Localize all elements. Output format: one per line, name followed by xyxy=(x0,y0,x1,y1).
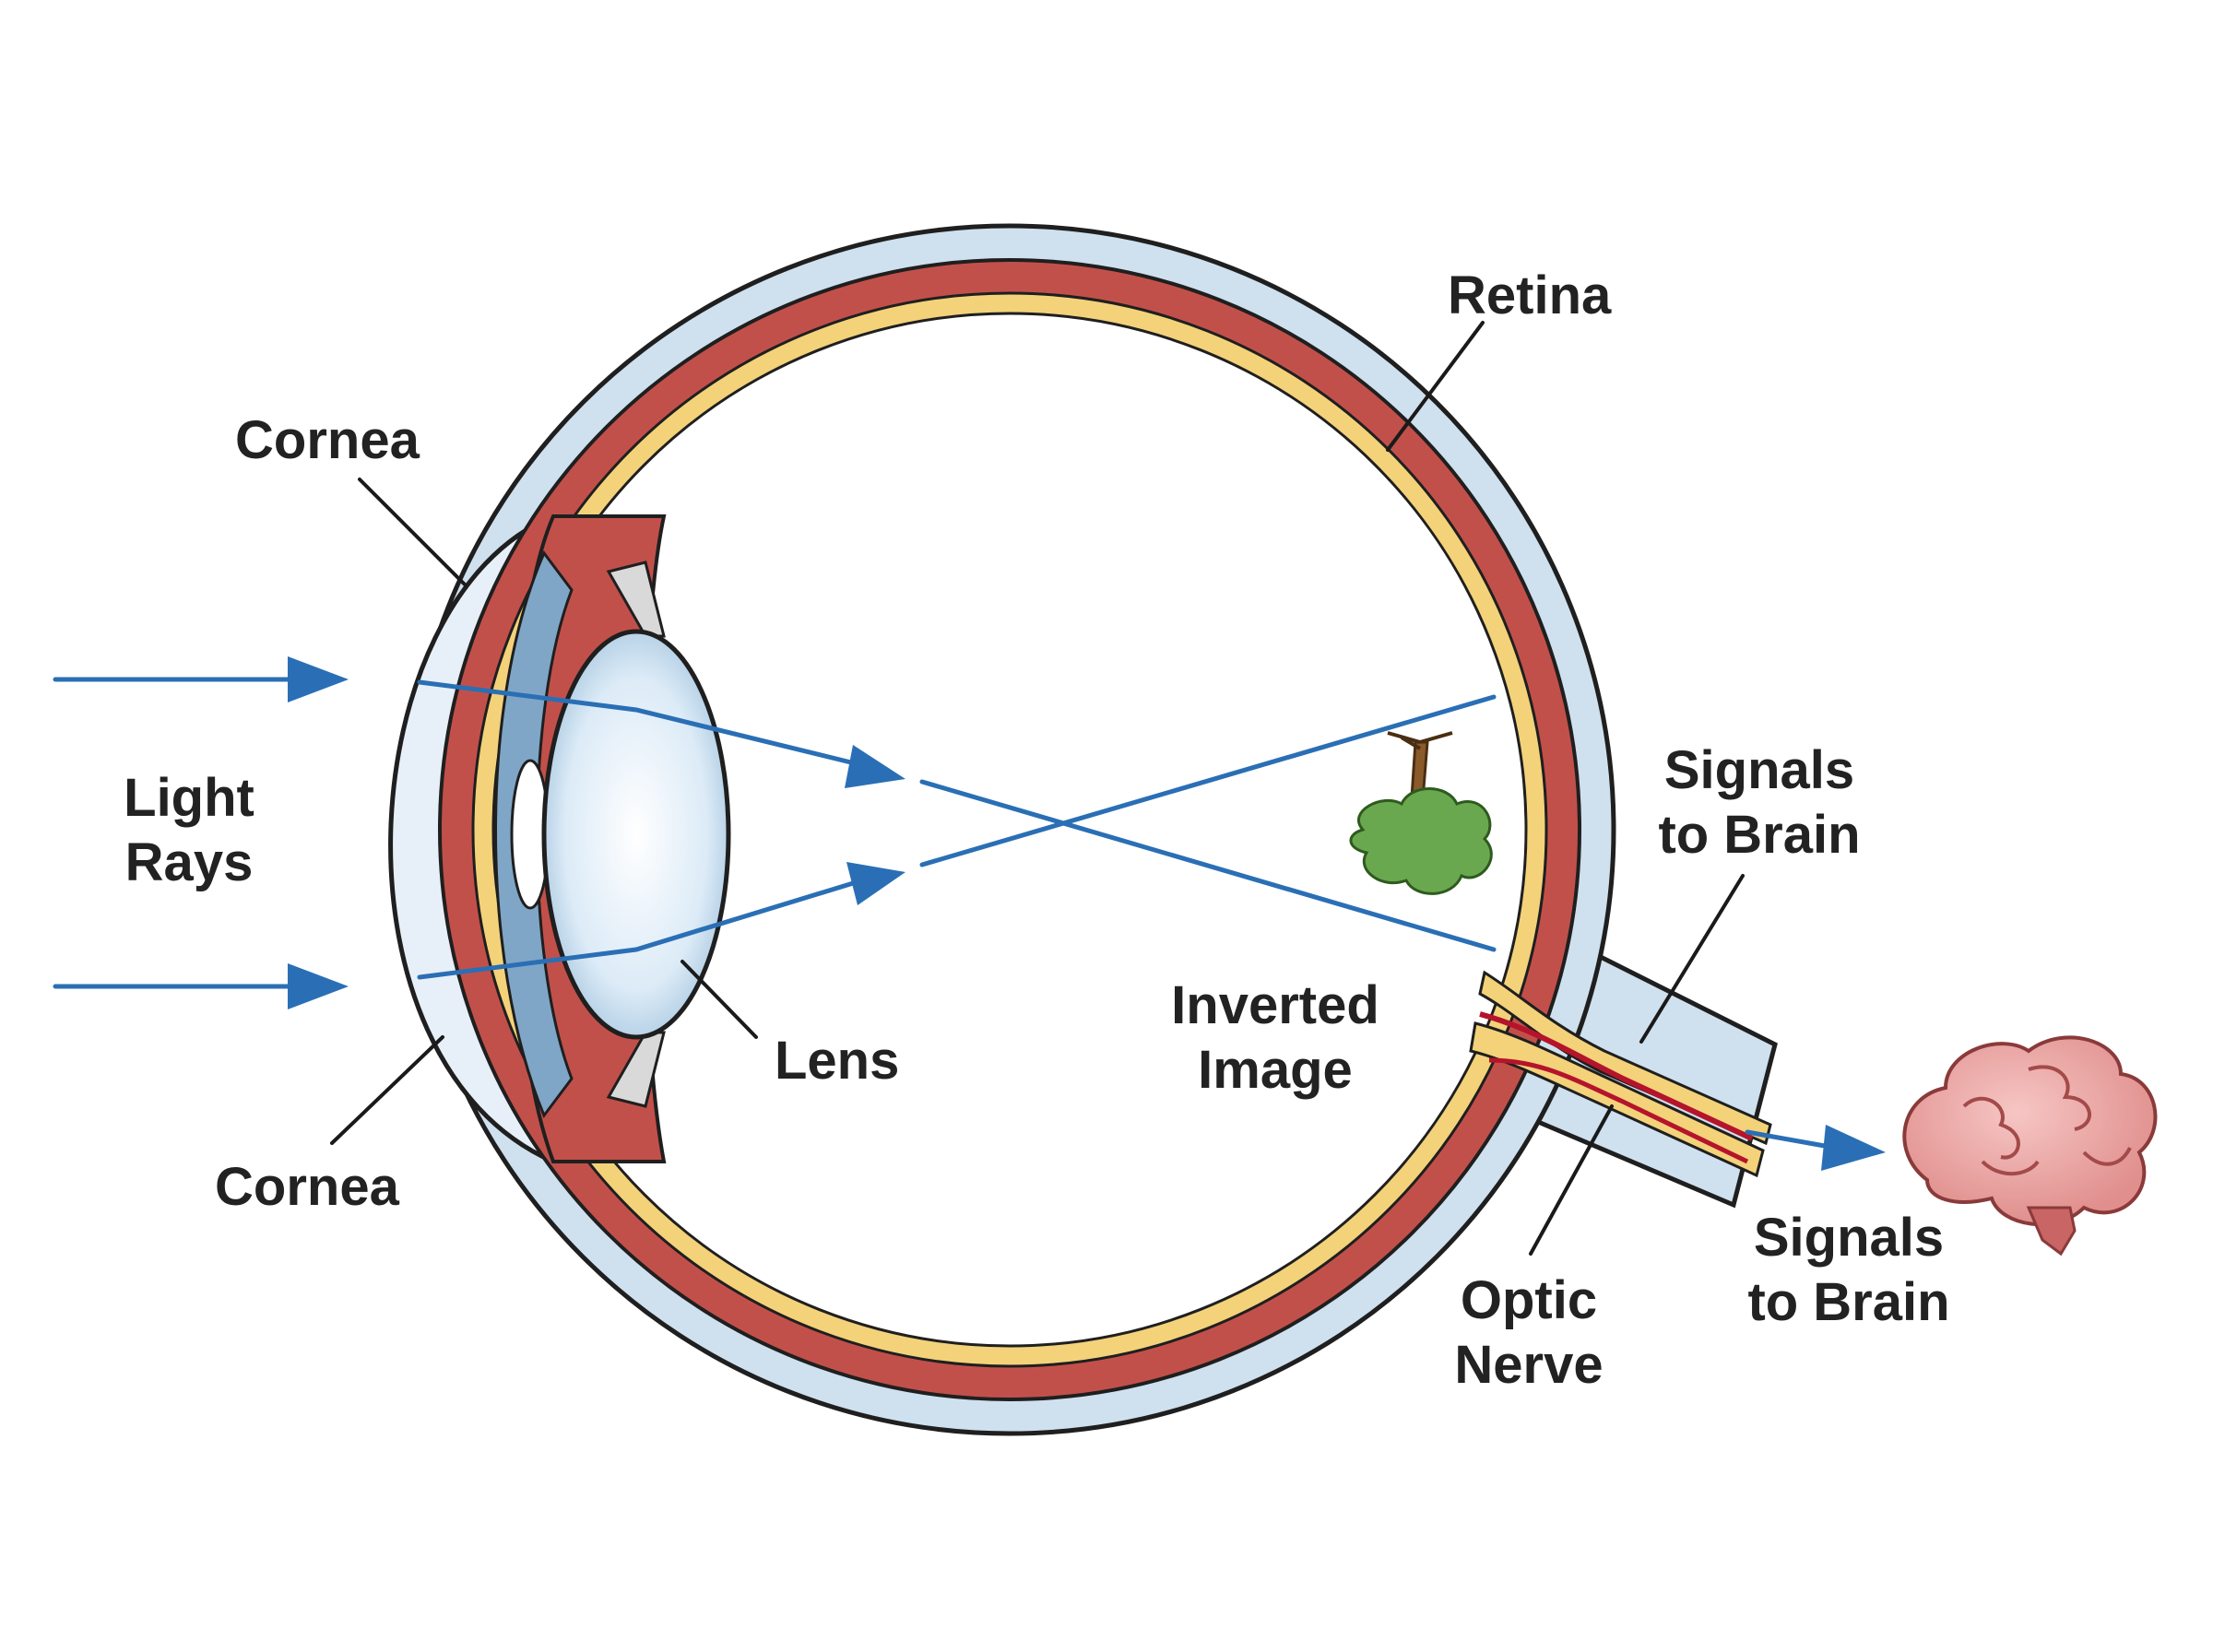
label-inverted-image-1: Inverted xyxy=(1171,975,1379,1035)
label-retina: Retina xyxy=(1448,266,1612,325)
label-light-rays-2: Rays xyxy=(125,832,254,892)
brain-icon xyxy=(1902,1035,2158,1257)
label-optic-nerve-2: Nerve xyxy=(1454,1335,1603,1395)
vitreous-chamber xyxy=(491,312,1528,1348)
optic-nerve-fibers xyxy=(1469,970,1772,1178)
eyeball xyxy=(388,223,1778,1436)
label-signals-lower-1: Signals xyxy=(1754,1208,1944,1268)
ligament-top xyxy=(606,560,666,638)
label-cornea-top: Cornea xyxy=(235,410,420,470)
light-rays xyxy=(53,656,1886,1171)
leader-signals-upper xyxy=(1639,874,1745,1044)
ligament-bottom xyxy=(606,1031,666,1108)
leader-retina xyxy=(1386,321,1485,452)
label-cornea-bottom: Cornea xyxy=(215,1157,400,1217)
leader-cornea-top xyxy=(358,478,467,587)
label-signals-upper-2: to Brain xyxy=(1658,805,1860,865)
lens xyxy=(541,629,731,1040)
label-signals-lower-2: to Brain xyxy=(1747,1272,1949,1332)
label-lens: Lens xyxy=(775,1031,899,1091)
label-optic-nerve-1: Optic xyxy=(1461,1270,1597,1330)
labels: Retina Cornea Cornea Light Rays Lens Inv… xyxy=(124,266,1949,1395)
leader-lines xyxy=(330,321,1745,1256)
leader-cornea-bottom xyxy=(330,1035,444,1145)
label-light-rays-1: Light xyxy=(124,768,254,828)
label-inverted-image-2: Image xyxy=(1198,1040,1353,1100)
leader-optic-nerve xyxy=(1529,1104,1614,1256)
tree-icon xyxy=(1349,731,1493,895)
leader-lens xyxy=(680,960,758,1039)
label-signals-upper-1: Signals xyxy=(1664,740,1854,800)
